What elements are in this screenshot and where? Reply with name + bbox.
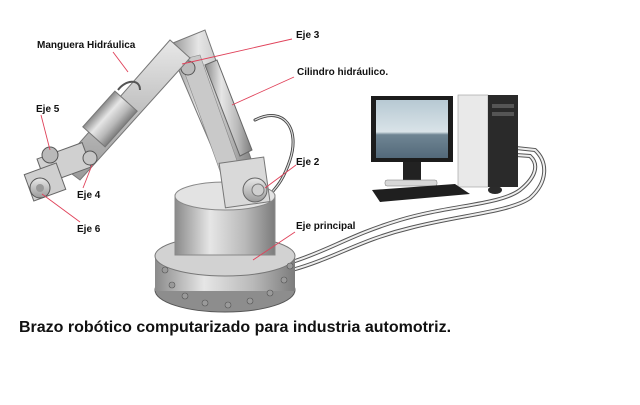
computer bbox=[371, 94, 518, 202]
diagram-caption: Brazo robótico computarizado para indust… bbox=[19, 319, 452, 336]
robot-base bbox=[154, 181, 296, 313]
robot-wrist bbox=[23, 141, 98, 202]
label-eje-3: Eje 3 bbox=[296, 30, 320, 41]
leader-lines bbox=[40, 38, 297, 261]
cables bbox=[253, 114, 547, 272]
label-eje-5: Eje 5 bbox=[36, 104, 60, 115]
label-manguera-hidraulica: Manguera Hidráulica bbox=[37, 40, 136, 51]
label-eje-principal: Eje principal bbox=[296, 221, 356, 232]
robot-forearm bbox=[59, 39, 191, 181]
label-eje-2: Eje 2 bbox=[296, 157, 320, 168]
label-eje-4: Eje 4 bbox=[77, 190, 101, 201]
label-cilindro-hidraulico: Cilindro hidráulico. bbox=[297, 67, 389, 78]
robot-upper-arm bbox=[167, 29, 271, 209]
label-eje-6: Eje 6 bbox=[77, 224, 101, 235]
